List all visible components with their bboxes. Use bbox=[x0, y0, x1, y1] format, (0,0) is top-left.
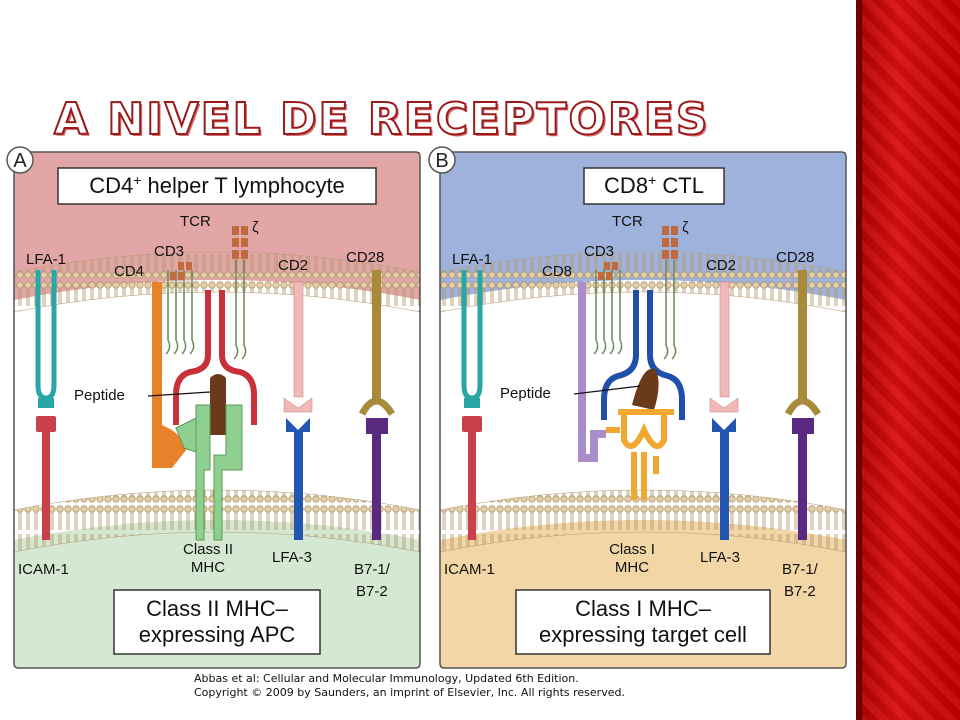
panel-a-cd3 bbox=[165, 270, 195, 355]
credit-line-2: Copyright © 2009 by Saunders, an imprint… bbox=[194, 686, 625, 699]
panel-a-peptide bbox=[210, 374, 226, 435]
panel-b-apc-line2: expressing target cell bbox=[539, 622, 747, 647]
panel-a-label-coreceptor: CD4 bbox=[114, 263, 144, 280]
panel-a-label-lfa1: LFA-1 bbox=[26, 251, 66, 268]
panel-a-label-zeta: ζ bbox=[252, 219, 259, 236]
panel-b-target-membrane bbox=[440, 489, 846, 553]
panel-a-label-b7-line1: B7-1/ bbox=[354, 561, 391, 578]
panel-b-icam1 bbox=[462, 416, 482, 540]
panel-a-label-icam1: ICAM-1 bbox=[18, 561, 69, 578]
panel-b-peptide bbox=[632, 368, 659, 410]
panel-a-tcr bbox=[173, 290, 257, 425]
panel-a-label-mhc-line2: MHC bbox=[191, 559, 225, 576]
receptor-figure: A CD4+ helper T lymphocyte bbox=[6, 146, 847, 669]
panel-b-label-cd28: CD28 bbox=[776, 249, 814, 266]
panel-b: B CD8+ CTL bbox=[428, 146, 847, 669]
panel-a-label-b7-line2: B7-2 bbox=[356, 583, 388, 600]
panel-a-mhc2 bbox=[175, 404, 243, 541]
credit-line-1: Abbas et al: Cellular and Molecular Immu… bbox=[194, 672, 579, 685]
panel-b-label-cd3: CD3 bbox=[584, 243, 614, 260]
panel-a-cd2 bbox=[283, 281, 313, 413]
panel-a-zeta bbox=[232, 226, 248, 360]
slide-sidebar bbox=[856, 0, 960, 720]
panel-b-tcell-membrane bbox=[440, 251, 846, 313]
panel-b-label-coreceptor: CD8 bbox=[542, 263, 572, 280]
panel-b-zeta bbox=[662, 226, 678, 360]
panel-a-label-cd28: CD28 bbox=[346, 249, 384, 266]
panel-b-label-mhc-line1: Class I bbox=[609, 541, 655, 558]
panel-a-lfa3 bbox=[286, 418, 310, 540]
panel-b-label-zeta: ζ bbox=[682, 219, 689, 236]
panel-b-label-b7-line2: B7-2 bbox=[784, 583, 816, 600]
panel-b-label-lfa1: LFA-1 bbox=[452, 251, 492, 268]
panel-b-label-icam1: ICAM-1 bbox=[444, 561, 495, 578]
panel-a-cd28 bbox=[358, 270, 395, 416]
slide-title: A nivel de receptores bbox=[53, 93, 710, 146]
panel-a-label-cd2: CD2 bbox=[278, 257, 308, 274]
panel-b-label-b7-line1: B7-1/ bbox=[782, 561, 819, 578]
panel-a-label-cd3: CD3 bbox=[154, 243, 184, 260]
panel-b-letter: B bbox=[435, 150, 448, 172]
panel-b-cd2 bbox=[709, 281, 739, 413]
panel-a-lfa1 bbox=[35, 270, 57, 401]
panel-b-lfa3 bbox=[712, 418, 736, 540]
panel-b-cd3 bbox=[593, 270, 623, 355]
panel-b-cd8 bbox=[578, 282, 606, 462]
panel-a-letter: A bbox=[13, 150, 27, 172]
panel-b-apc-line1: Class I MHC– bbox=[575, 596, 711, 621]
panel-b-label-tcr: TCR bbox=[612, 213, 643, 230]
panel-a-label-peptide: Peptide bbox=[74, 387, 125, 404]
panel-a: A CD4+ helper T lymphocyte bbox=[6, 146, 421, 669]
copyright-credit: Abbas et al: Cellular and Molecular Immu… bbox=[194, 672, 625, 700]
panel-b-mhc1 bbox=[606, 409, 674, 500]
panel-a-label-lfa3: LFA-3 bbox=[272, 549, 312, 566]
panel-a-tcell-membrane bbox=[14, 251, 420, 313]
panel-b-cd28 bbox=[784, 270, 821, 416]
panel-b-b7 bbox=[792, 418, 814, 540]
panel-a-cd4 bbox=[152, 282, 190, 468]
panel-b-tcr bbox=[601, 290, 685, 420]
panel-a-icam1 bbox=[36, 416, 56, 540]
panel-b-lfa1 bbox=[461, 270, 483, 401]
panel-a-label-tcr: TCR bbox=[180, 213, 211, 230]
panel-a-b7 bbox=[366, 418, 388, 540]
panel-b-cell-label: CD8+ CTL bbox=[604, 172, 704, 198]
panel-b-label-peptide: Peptide bbox=[500, 385, 551, 402]
panel-b-label-cd2: CD2 bbox=[706, 257, 736, 274]
panel-b-label-lfa3: LFA-3 bbox=[700, 549, 740, 566]
panel-a-apc-line1: Class II MHC– bbox=[146, 596, 289, 621]
panel-a-cell-label: CD4+ helper T lymphocyte bbox=[89, 172, 345, 198]
panel-b-label-mhc-line2: MHC bbox=[615, 559, 649, 576]
panel-a-apc-line2: expressing APC bbox=[139, 622, 296, 647]
panel-a-label-mhc-line1: Class II bbox=[183, 541, 233, 558]
